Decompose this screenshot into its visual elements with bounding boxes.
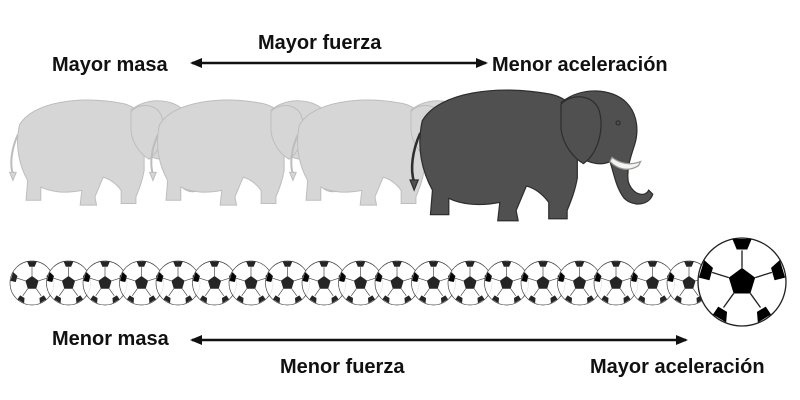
label-menor-fuerza: Menor fuerza xyxy=(280,356,405,378)
label-mayor-aceleracion: Mayor aceleración xyxy=(590,356,765,378)
main-soccer-ball-icon xyxy=(698,238,786,326)
label-mayor-masa: Mayor masa xyxy=(52,54,168,76)
label-mayor-fuerza: Mayor fuerza xyxy=(258,32,382,54)
label-menor-masa: Menor masa xyxy=(52,328,169,350)
label-menor-aceleracion: Menor aceleración xyxy=(492,54,668,76)
main-elephant-icon xyxy=(408,88,655,223)
ghost-balls xyxy=(10,261,711,305)
